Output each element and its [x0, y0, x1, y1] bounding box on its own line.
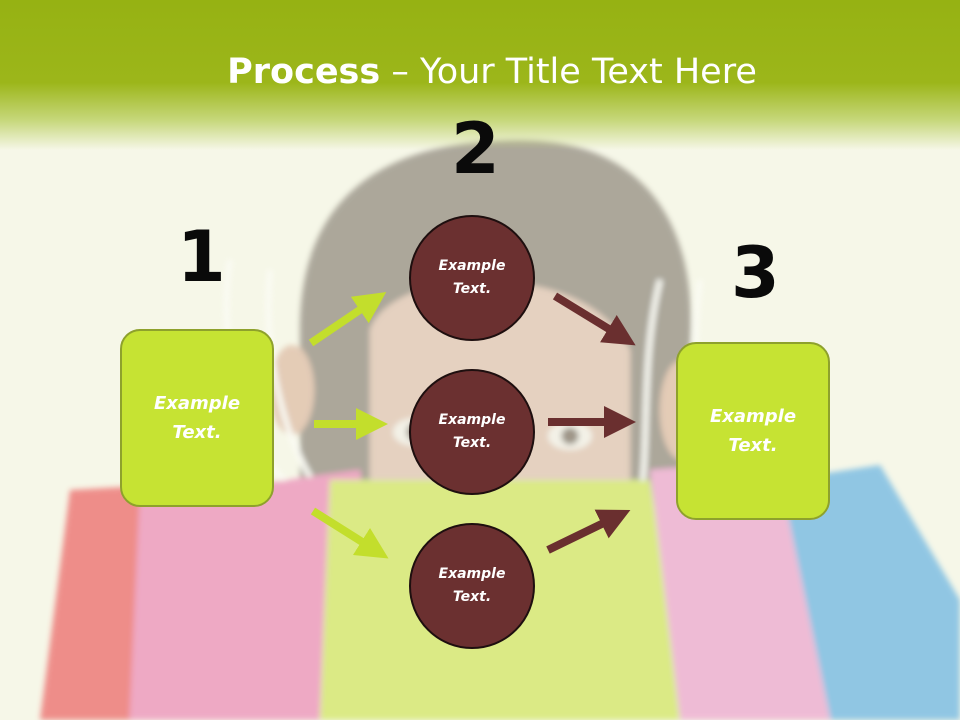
circle-middle: Example Text.	[409, 369, 535, 495]
circle-bottom: Example Text.	[409, 523, 535, 649]
left-step-text: Example Text.	[153, 393, 241, 443]
arrow-green-up	[308, 292, 387, 347]
circle-bottom-text: Example Text.	[438, 566, 506, 605]
circle-middle-text: Example Text.	[438, 412, 506, 451]
circle-top: Example Text.	[409, 215, 535, 341]
step-number-1: 1	[177, 216, 226, 298]
title-bold: Process	[227, 52, 381, 92]
left-step-box: Example Text.	[120, 329, 274, 507]
right-step-box: Example Text.	[676, 342, 830, 520]
title-rest: – Your Title Text Here	[380, 52, 757, 92]
arrow-brown-up	[546, 509, 631, 554]
right-step-text: Example Text.	[709, 406, 797, 456]
step-number-2: 2	[451, 108, 500, 190]
arrow-green-down	[310, 507, 389, 559]
step-number-3: 3	[731, 232, 780, 314]
header-band	[0, 0, 960, 150]
circle-top-text: Example Text.	[438, 258, 506, 297]
arrow-brown-down	[552, 292, 636, 346]
slide-title: Process – Your Title Text Here	[0, 52, 960, 92]
